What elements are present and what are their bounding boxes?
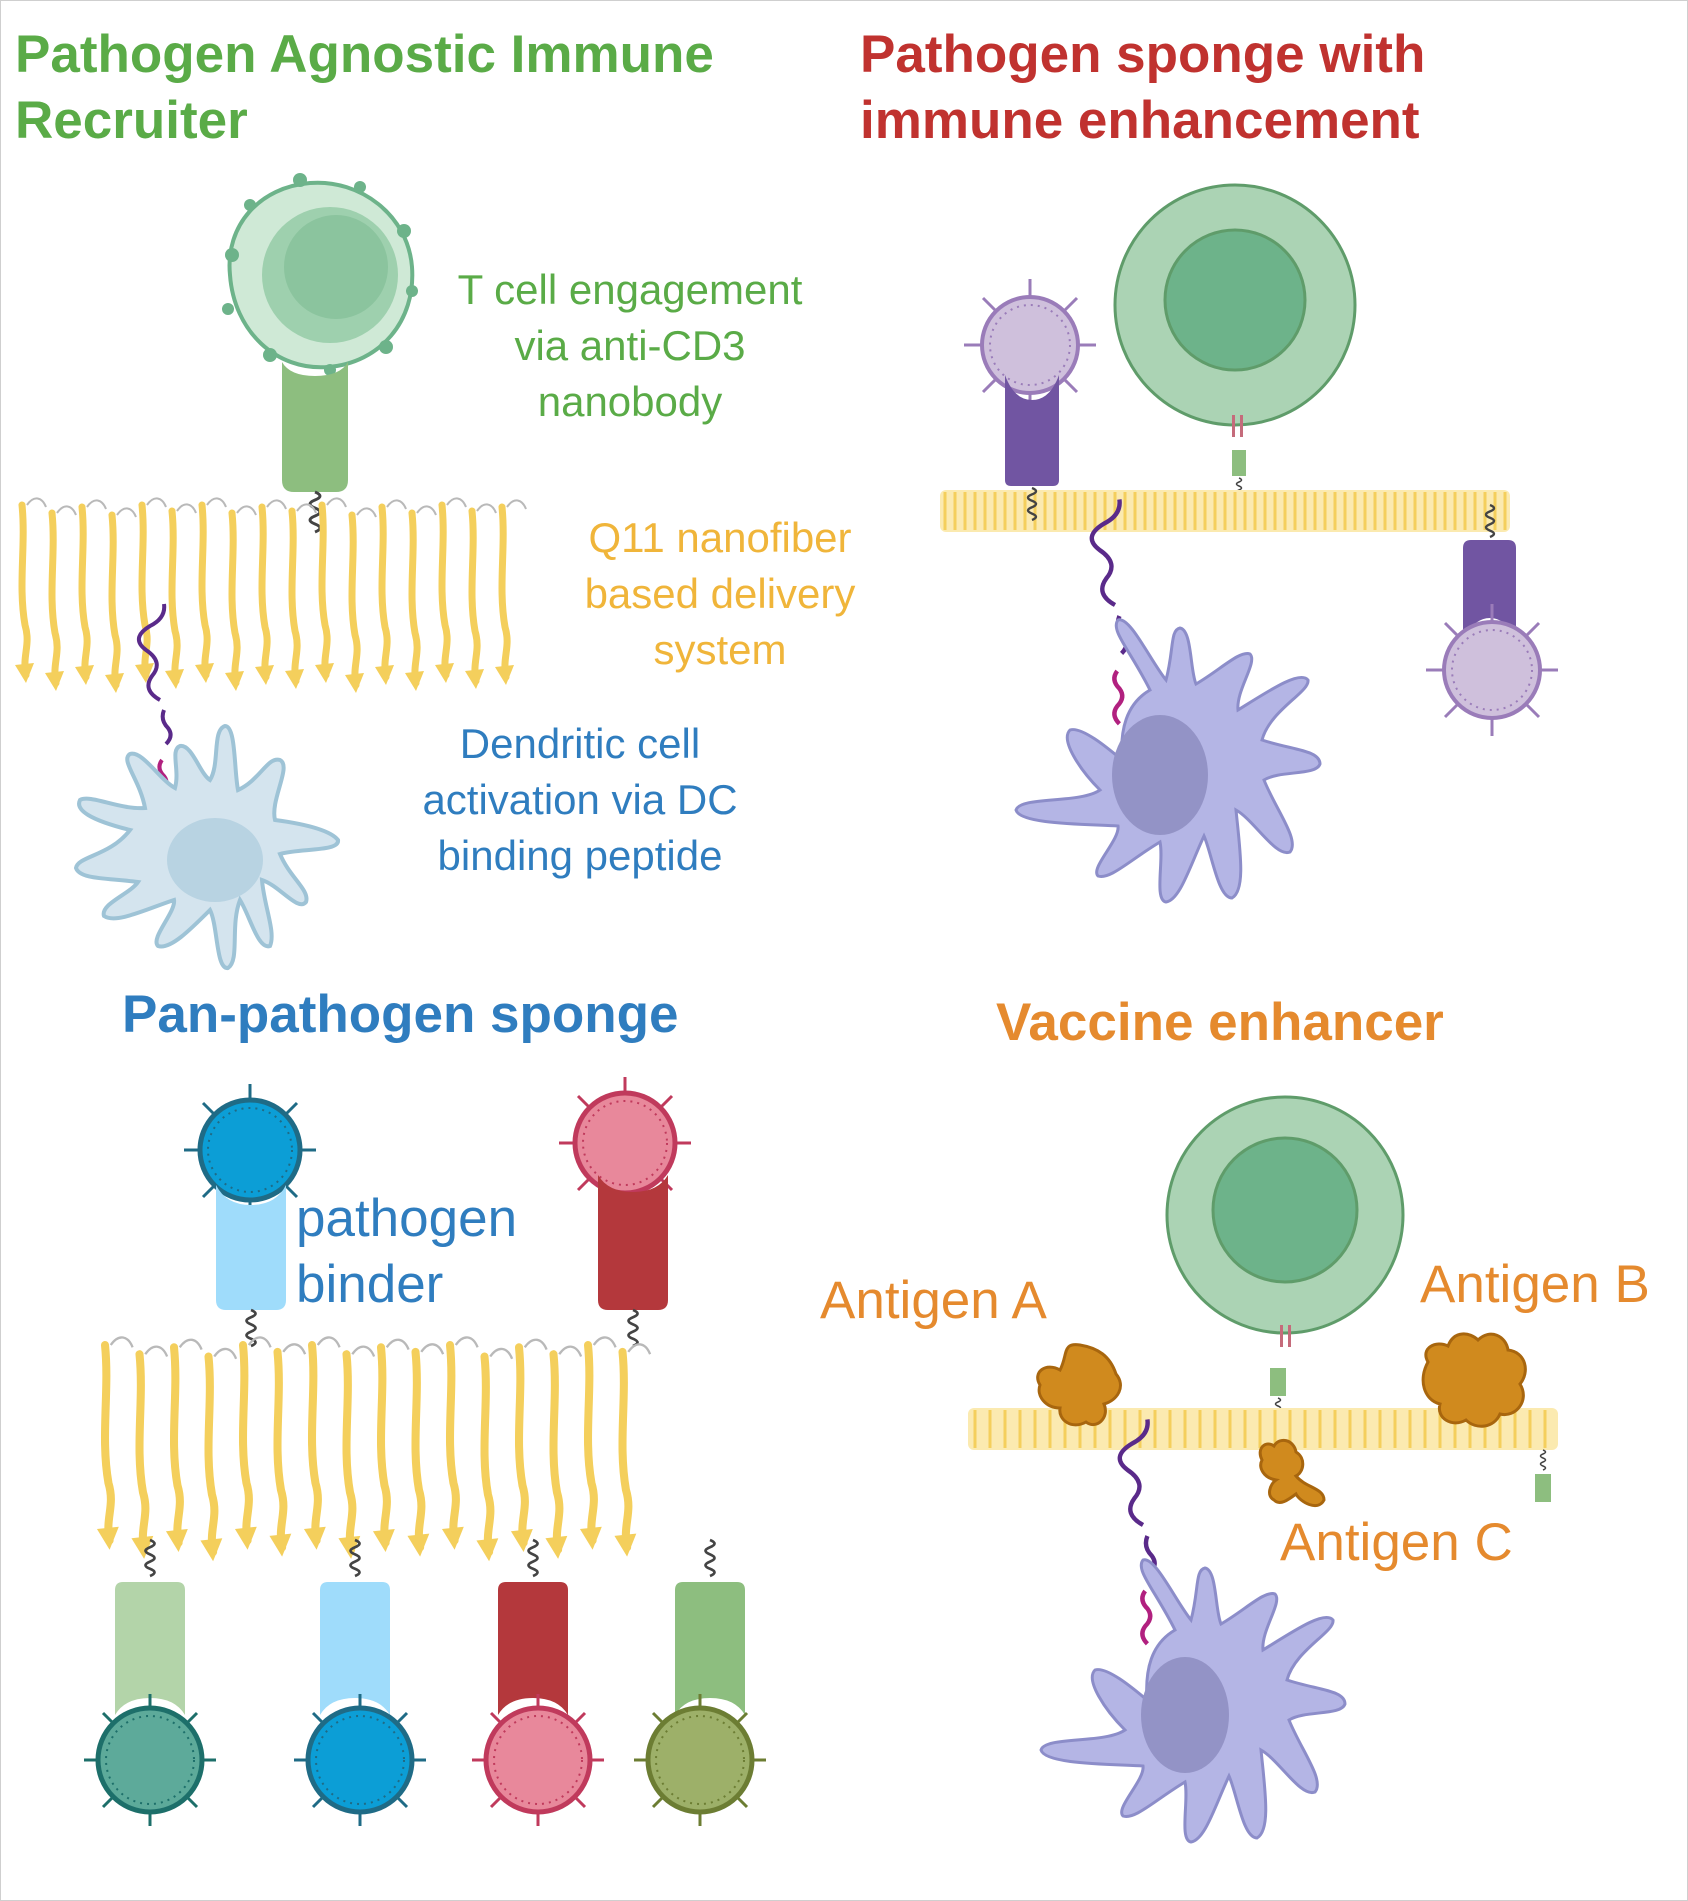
virus-icon (470, 1692, 606, 1828)
virus-icon (1424, 602, 1560, 738)
panel-title-pan-pathogen-sponge: Pan-pathogen sponge (122, 985, 679, 1044)
dendritic-cell-activation-label: Dendritic cell activation via DC binding… (380, 716, 780, 884)
virus-icon (182, 1082, 318, 1218)
virus-icon (632, 1692, 768, 1828)
antigen-c-label: Antigen C (1280, 1513, 1513, 1572)
t-cell-icon (1113, 183, 1357, 499)
pathogen-binder-icon (1463, 503, 1516, 640)
panel-title-line: immune enhancement (860, 91, 1420, 150)
virus-icon (82, 1692, 218, 1828)
nanobody-icon (282, 362, 348, 534)
annotation-line: via anti-CD3 (514, 322, 746, 369)
t-cell-icon (1165, 1095, 1405, 1419)
nanofiber-icon (940, 490, 1510, 532)
tcell-engagement-label: T cell engagement via anti-CD3 nanobody (420, 262, 840, 430)
pathogen-binder-icon (498, 1538, 568, 1715)
antigen-icon (1036, 1343, 1122, 1427)
annotation-line: activation via DC (422, 776, 738, 823)
antigen-icon (1258, 1438, 1326, 1507)
pathogen-binder-icon (115, 1538, 185, 1715)
annotation-line: binding peptide (437, 832, 723, 879)
dendritic-cell-icon (73, 723, 340, 970)
panel-title-vaccine-enhancer: Vaccine enhancer (996, 993, 1444, 1052)
annotation-line: pathogen (296, 1189, 518, 1248)
pathogen-binder-icon (320, 1538, 390, 1715)
annotation-line: T cell engagement (457, 266, 803, 313)
dendritic-cell-icon (1014, 618, 1322, 904)
virus-icon (292, 1692, 428, 1828)
dendritic-cell-icon (1039, 1558, 1347, 1844)
pathogen-binder-icon (216, 1185, 286, 1348)
panel-title-pathogen-agnostic-immune-recruiter: Pathogen Agnostic Immune Recruiter (15, 22, 714, 154)
panel-title-line: Recruiter (15, 91, 248, 150)
q11-nanofiber-label: Q11 nanofiber based delivery system (540, 510, 900, 678)
t-cell-icon (222, 173, 418, 376)
panel-title-line: Pathogen Agnostic Immune (15, 25, 714, 84)
annotation-line: system (653, 626, 787, 673)
nanofiber-icon (15, 498, 526, 693)
pathogen-binder-label: pathogen binder (296, 1186, 517, 1318)
annotation-line: Q11 nanofiber (588, 514, 852, 561)
virus-icon (962, 277, 1098, 413)
antigen-b-label: Antigen B (1420, 1255, 1650, 1314)
virus-icon (557, 1075, 693, 1211)
nanobody-icon (1535, 1449, 1551, 1502)
antigen-icon (1421, 1332, 1527, 1428)
nanofiber-icon (968, 1408, 1558, 1450)
pathogen-binder-icon (675, 1538, 745, 1715)
antigen-a-label: Antigen A (820, 1271, 1047, 1330)
panel-title-pathogen-sponge-immune-enhancement: Pathogen sponge with immune enhancement (860, 22, 1425, 154)
nanofiber-icon (97, 1337, 650, 1561)
annotation-line: binder (296, 1255, 444, 1314)
pathogen-binder-icon (1005, 375, 1059, 522)
dc-binding-peptide-icon (1120, 1419, 1155, 1643)
panel-title-line: Pathogen sponge with (860, 25, 1426, 84)
annotation-line: Dendritic cell (459, 720, 701, 767)
pathogen-binder-icon (598, 1175, 668, 1348)
annotation-line: based delivery (584, 570, 856, 617)
annotation-line: nanobody (537, 378, 723, 425)
dc-binding-peptide-icon (1092, 499, 1127, 723)
